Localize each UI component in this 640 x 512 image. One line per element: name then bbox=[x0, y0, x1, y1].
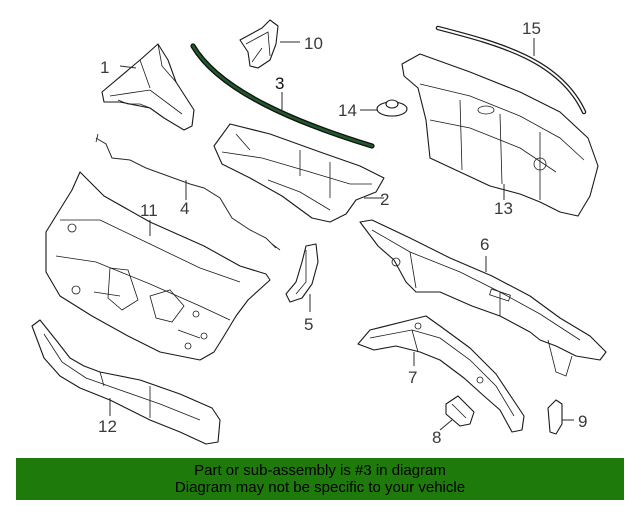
callout-10: 10 bbox=[304, 34, 323, 53]
callout-5: 5 bbox=[304, 315, 313, 334]
part-10-bracket[interactable] bbox=[239, 19, 279, 69]
leader-lines bbox=[109, 38, 574, 431]
callout-8: 8 bbox=[432, 428, 441, 447]
callout-13: 13 bbox=[494, 199, 513, 218]
callout-3: 3 bbox=[275, 74, 284, 93]
part-8-pad[interactable] bbox=[445, 395, 475, 427]
callout-4: 4 bbox=[180, 199, 189, 218]
callout-1: 1 bbox=[100, 58, 109, 77]
part-9-clip[interactable] bbox=[547, 399, 563, 435]
callout-6: 6 bbox=[480, 235, 489, 254]
part-4-cable[interactable] bbox=[95, 133, 281, 251]
part-11-dash-panel[interactable] bbox=[45, 171, 271, 361]
callout-9: 9 bbox=[578, 412, 587, 431]
exploded-parts-diagram: 1 10 3 14 15 13 2 4 11 5 6 7 8 9 12 bbox=[31, 19, 607, 447]
callout-15: 15 bbox=[522, 19, 541, 38]
part-6-rail[interactable] bbox=[359, 219, 607, 377]
banner-line-2: Diagram may not be specific to your vehi… bbox=[174, 479, 466, 496]
part-5-bracket[interactable] bbox=[285, 243, 319, 303]
part-12-lower-member[interactable] bbox=[31, 319, 221, 445]
callout-12: 12 bbox=[98, 417, 117, 436]
part-2-cowl-panel[interactable] bbox=[213, 123, 385, 223]
callout-labels: 1 10 3 14 15 13 2 4 11 5 6 7 8 9 12 bbox=[98, 19, 587, 447]
part-3-highlight bbox=[191, 44, 374, 148]
part-15-strip[interactable] bbox=[435, 25, 587, 115]
callout-11: 11 bbox=[140, 201, 158, 220]
part-7-crossmember[interactable] bbox=[357, 315, 525, 433]
callout-2: 2 bbox=[380, 190, 389, 209]
part-1-bracket[interactable] bbox=[101, 43, 195, 131]
diagram-notice-banner: Part or sub-assembly is #3 in diagram Di… bbox=[16, 458, 624, 500]
part-14-grommet[interactable] bbox=[376, 99, 408, 117]
callout-7: 7 bbox=[408, 368, 417, 387]
part-13-rear-panel[interactable] bbox=[401, 53, 599, 217]
part-3-seal-strip[interactable] bbox=[190, 43, 375, 149]
callout-14: 14 bbox=[338, 101, 357, 120]
banner-line-1: Part or sub-assembly is #3 in diagram bbox=[194, 462, 446, 479]
